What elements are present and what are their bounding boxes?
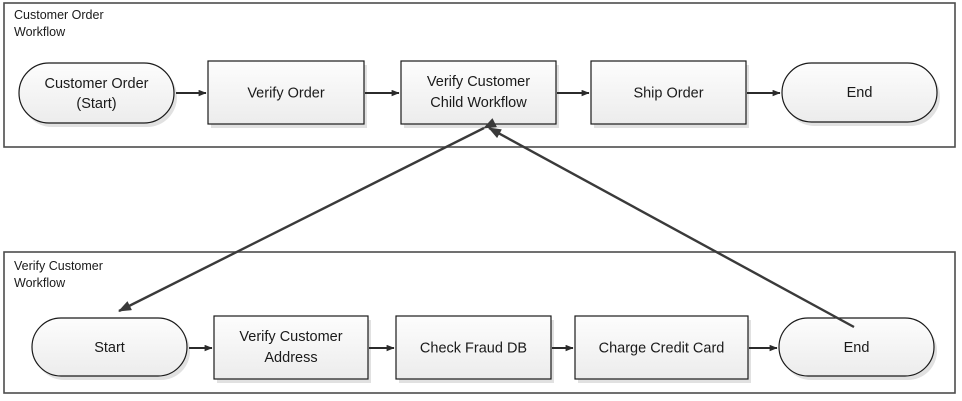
node-shape-pill: [31, 317, 188, 377]
node-shape-rect: [207, 60, 365, 125]
container-label-customer-order-line2: Workflow: [14, 25, 66, 39]
node-label-line1: Verify Customer: [427, 74, 530, 90]
container-label-verify-customer-line1: Verify Customer: [14, 259, 103, 273]
node-ship-order[interactable]: Ship Order: [590, 60, 749, 128]
container-label-customer-order-line1: Customer Order: [14, 8, 104, 22]
node-label-line1: Customer Order: [45, 76, 149, 92]
node-customer-order-start[interactable]: Customer Order (Start): [18, 62, 177, 127]
node-shape-rect: [395, 315, 552, 380]
container-label-verify-customer-line2: Workflow: [14, 276, 66, 290]
node-shape-pill: [778, 317, 935, 377]
arrow-child-workflow-invoke-verify-customer-start: [118, 118, 497, 313]
arrow-verify-customer-end-return-child-workflow: [488, 126, 855, 329]
node-shape-pill: [781, 62, 938, 123]
node-shape-rect: [400, 60, 557, 125]
node-customer-order-end[interactable]: End: [781, 62, 940, 126]
node-label-line1: Verify Customer: [239, 329, 342, 345]
node-shape-rect: [590, 60, 747, 125]
node-verify-customer-end[interactable]: End: [778, 317, 937, 380]
node-shape-pill: [18, 62, 175, 124]
node-label-line1: Ship Order: [633, 85, 703, 101]
node-label-line2: Address: [264, 350, 317, 366]
node-verify-customer-child-workflow[interactable]: Verify Customer Child Workflow: [400, 60, 559, 128]
node-verify-customer-start[interactable]: Start: [31, 317, 190, 380]
node-shape-rect: [574, 315, 749, 380]
node-check-fraud-db[interactable]: Check Fraud DB: [395, 315, 554, 383]
node-label-line1: Check Fraud DB: [420, 340, 527, 356]
node-charge-credit-card[interactable]: Charge Credit Card: [574, 315, 751, 383]
node-verify-customer-address[interactable]: Verify Customer Address: [213, 315, 371, 383]
node-label-line1: End: [844, 340, 870, 356]
node-label-line1: Start: [94, 340, 125, 356]
node-shape-rect: [213, 315, 369, 380]
node-verify-order[interactable]: Verify Order: [207, 60, 367, 128]
node-label-line2: Child Workflow: [430, 95, 527, 111]
node-label-line2: (Start): [76, 96, 116, 112]
node-label-line1: End: [847, 85, 873, 101]
node-label-line1: Verify Order: [247, 85, 325, 101]
node-label-line1: Charge Credit Card: [599, 340, 725, 356]
